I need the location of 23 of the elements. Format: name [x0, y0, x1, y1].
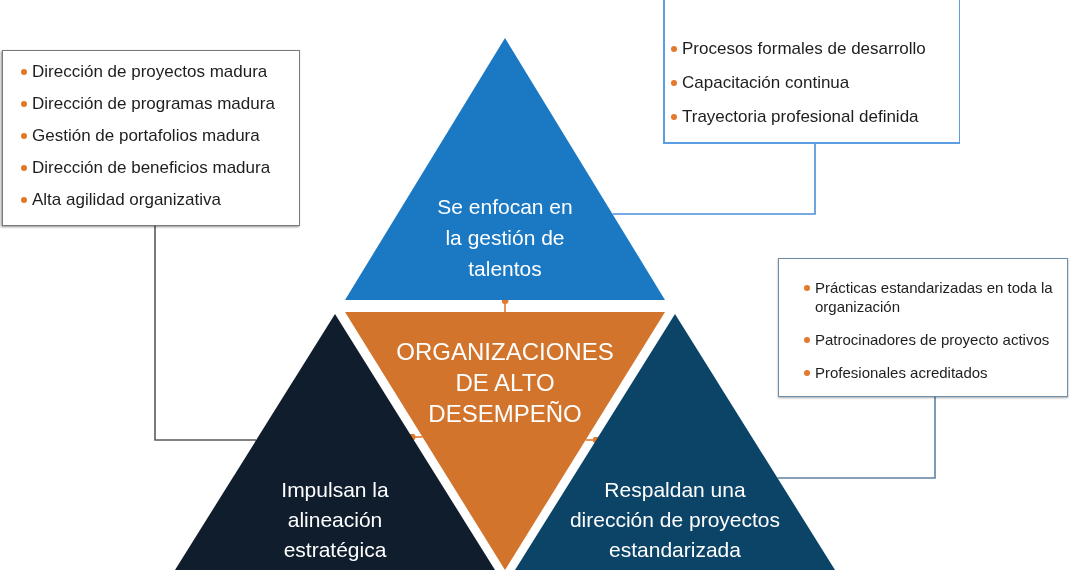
triangle-shape	[345, 38, 665, 300]
list-text: Capacitación continua	[682, 72, 850, 94]
list-text: Dirección de programas madura	[32, 93, 275, 115]
triangle-label: Se enfocan en la gestión de talentos	[437, 195, 573, 280]
list-panel	[663, 0, 960, 144]
list-text: Dirección de beneficios madura	[32, 157, 271, 179]
triangle-label: Respaldan una dirección de proyectos estandarizada	[569, 478, 781, 561]
list-text: Alta agilidad organizativa	[32, 189, 221, 211]
leader-line	[776, 396, 936, 479]
list-text: Dirección de proyectos madura	[32, 61, 268, 83]
dot-connector	[584, 436, 600, 444]
center-label: ORGANIZACIONES DE ALTO DESEMPEÑO	[396, 338, 614, 427]
list-text: Patrocinadores de proyecto activos	[815, 330, 1050, 349]
list-text: Procesos formales de desarrollo	[682, 38, 926, 60]
list-text: Prácticas estandarizadas en toda la organización	[815, 278, 1054, 316]
leader-line	[611, 143, 816, 215]
dot-connector	[408, 433, 424, 441]
list-text: Profesionales acreditados	[815, 363, 988, 382]
list-text: Gestión de portafolios madura	[32, 125, 260, 147]
list-panel	[778, 258, 1068, 397]
list-text: Trayectoria profesional definida	[682, 106, 919, 128]
triangle-label: Impulsan la alineación estratégica	[281, 478, 389, 561]
list-panel	[2, 50, 300, 226]
